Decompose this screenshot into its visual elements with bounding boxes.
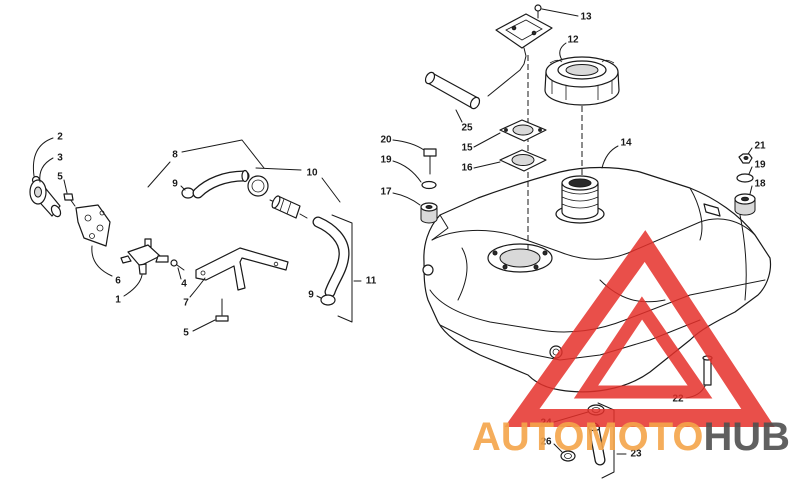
- fuel-petcock-1: [120, 238, 169, 275]
- screw-5-bottom: [215, 298, 229, 322]
- nut-21: [738, 153, 753, 164]
- callout-17: 17: [380, 187, 392, 198]
- watermark: AUTOMOTOHUB: [472, 230, 790, 459]
- grommet-17: [420, 202, 438, 224]
- watermark-logo-inner-icon: [573, 296, 713, 399]
- hose-11: [312, 216, 350, 298]
- screw-4: [170, 259, 185, 271]
- callout-10: 10: [306, 168, 318, 179]
- callout-26: 26: [540, 437, 552, 448]
- callout-11: 11: [366, 276, 377, 287]
- watermark-text-secondary: HUB: [703, 415, 790, 459]
- callout-18: 18: [754, 179, 766, 190]
- callout-5-top: 5: [57, 172, 63, 183]
- clamp-9-lower: [320, 294, 336, 306]
- gasket-16: [499, 149, 547, 172]
- watermark-text-primary: AUTOMOTO: [472, 415, 703, 459]
- callout-9-upper: 9: [172, 179, 178, 190]
- callout-9-lower: 9: [308, 290, 314, 301]
- callout-2: 2: [57, 132, 63, 143]
- callout-19-right: 19: [754, 160, 766, 171]
- filler-neck: [555, 175, 605, 224]
- callout-14: 14: [620, 138, 632, 149]
- callout-13: 13: [580, 12, 592, 23]
- fuel-pump-plate: [495, 13, 553, 71]
- callout-7: 7: [183, 298, 189, 309]
- callout-25: 25: [461, 123, 473, 134]
- callout-15: 15: [461, 143, 473, 154]
- fuel-cap-12: [544, 56, 620, 106]
- pump-opening: [487, 243, 553, 273]
- callout-3: 3: [57, 153, 63, 164]
- callout-8: 8: [172, 150, 178, 161]
- callout-23: 23: [630, 449, 642, 460]
- callout-12: 12: [567, 35, 579, 46]
- mounting-plate: [75, 204, 111, 247]
- callout-20: 20: [380, 135, 392, 146]
- bracket-7: [195, 247, 289, 291]
- bolt-20: [423, 148, 437, 175]
- fuel-valve-3: [29, 179, 62, 218]
- grommet-18: [734, 193, 756, 216]
- screw-13: [534, 4, 542, 19]
- clamp-26: [560, 450, 576, 462]
- screw-5-top: [63, 193, 76, 207]
- watermark-logo-triangle-icon: [504, 230, 775, 427]
- callout-21: 21: [754, 141, 766, 152]
- callout-19-left: 19: [380, 155, 392, 166]
- clamp-ring-10: [247, 175, 269, 197]
- callout-1: 1: [115, 295, 121, 306]
- fuel-filter-10: [269, 195, 308, 219]
- watermark-text: AUTOMOTOHUB: [472, 415, 790, 459]
- hose-8: [192, 169, 250, 199]
- callout-22: 22: [672, 394, 684, 405]
- callout-5-bottom: 5: [183, 328, 189, 339]
- callout-16: 16: [461, 163, 473, 174]
- washer-19-left: [421, 180, 437, 190]
- tank-mount-left: [422, 264, 434, 276]
- fuel-level-sender-25: [424, 69, 521, 110]
- washer-19-right: [736, 173, 754, 183]
- gasket-15: [499, 119, 547, 142]
- callout-4: 4: [181, 279, 187, 290]
- leader-lines: [32, 8, 753, 479]
- callout-6: 6: [115, 276, 121, 287]
